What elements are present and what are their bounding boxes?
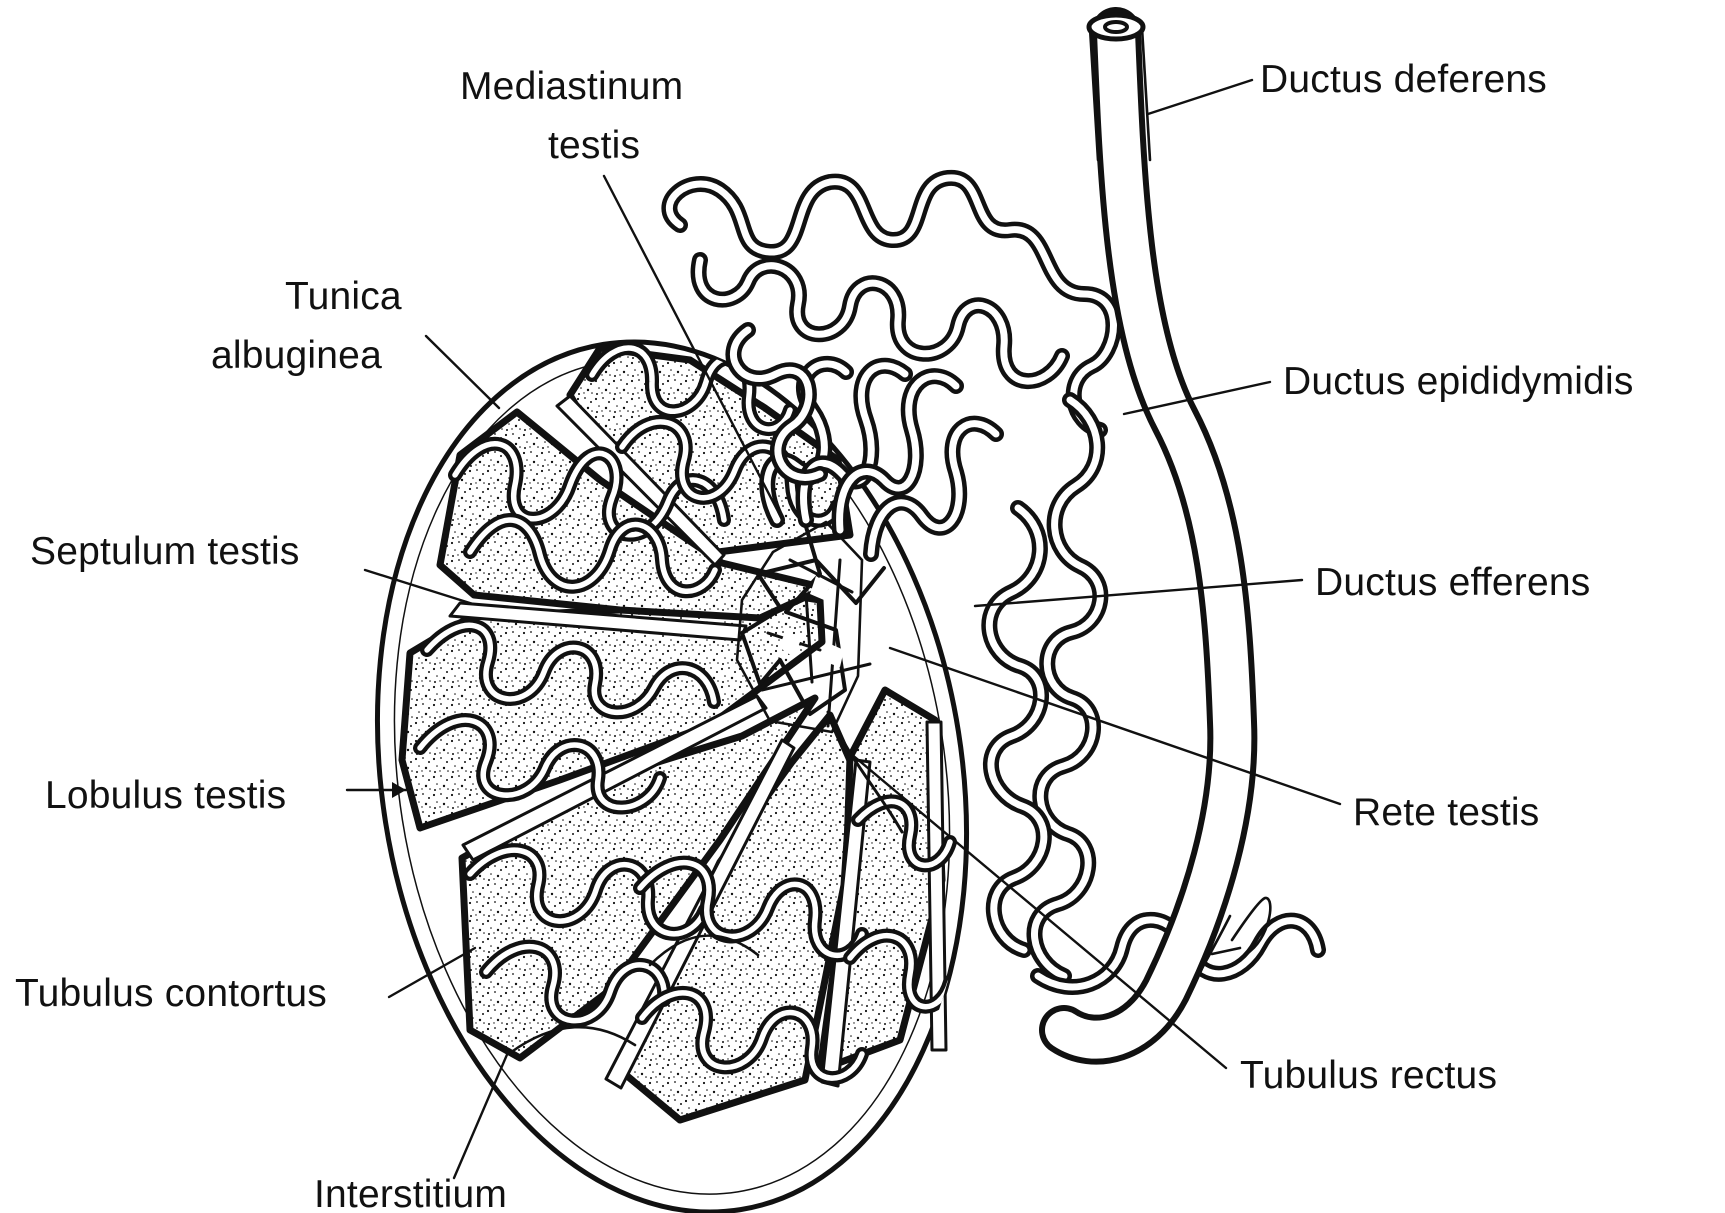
tunica-albuginea-label: Tunica albuginea: [211, 275, 413, 377]
ductus-efferens-label-text: Ductus efferens: [1315, 561, 1590, 604]
tunica-albuginea-label-line-1: Tunica: [285, 275, 402, 318]
tunica-albuginea-label-line-2: albuginea: [211, 334, 382, 377]
svg-text:Tunica albuginea: Tunica albuginea: [211, 275, 413, 377]
ductus-deferens-label: Ductus deferens: [1260, 58, 1547, 101]
interstitium-label: Interstitium: [314, 1173, 507, 1213]
mediastinum-testis-label-line-1: Mediastinum: [460, 65, 683, 108]
lobulus-testis-label: Lobulus testis: [45, 774, 286, 817]
tubulus-rectus-label-text: Tubulus rectus: [1240, 1054, 1497, 1097]
tubulus-contortus-label: Tubulus contortus: [15, 972, 327, 1015]
tubulus-contortus-label-text: Tubulus contortus: [15, 972, 327, 1015]
tunica-albuginea-leader: [426, 336, 499, 408]
ductus-deferens-label-text: Ductus deferens: [1260, 58, 1547, 101]
mediastinum-testis-label-line-2: testis: [548, 124, 640, 167]
svg-text:Mediastinum testis: Mediastinum testis: [460, 65, 694, 167]
mediastinum-testis-label: Mediastinum testis: [460, 65, 694, 167]
septulum-testis-label: Septulum testis: [30, 530, 300, 573]
tubulus-rectus-label: Tubulus rectus: [1240, 1054, 1497, 1097]
interstitium-label-text: Interstitium: [314, 1173, 507, 1213]
rete-testis-label: Rete testis: [1353, 791, 1539, 834]
ductus-epididymidis-label-text: Ductus epididymidis: [1283, 360, 1634, 403]
ductus-epididymidis-label: Ductus epididymidis: [1283, 360, 1634, 403]
septulum-testis-label-text: Septulum testis: [30, 530, 300, 573]
ductus-deferens-leader: [1148, 80, 1252, 114]
ductus-efferens-label: Ductus efferens: [1315, 561, 1590, 604]
lobulus-testis-label-text: Lobulus testis: [45, 774, 286, 817]
rete-testis-label-text: Rete testis: [1353, 791, 1539, 834]
